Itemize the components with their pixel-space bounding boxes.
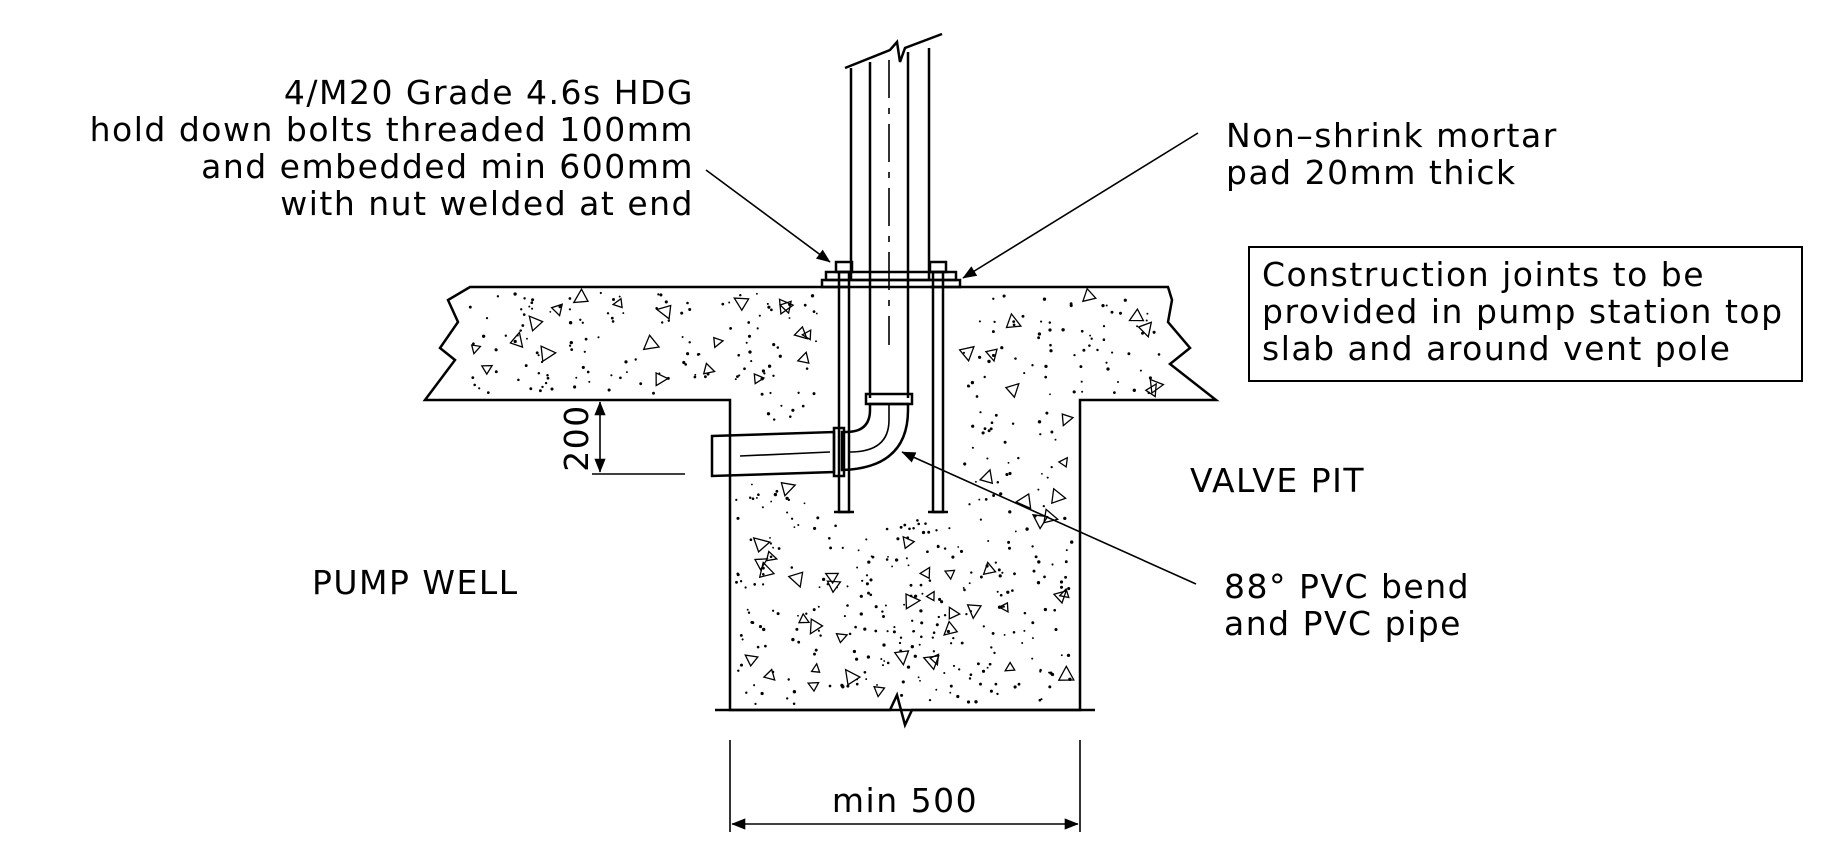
bolt-left [834, 260, 854, 514]
note-joints-box: Construction joints to be provided in pu… [1248, 246, 1803, 382]
note-joints-line-1: Construction joints to be [1262, 255, 1705, 294]
leader-bolts [705, 169, 831, 263]
dimension-width-value: min 500 [832, 781, 978, 820]
vent-pole [820, 32, 962, 400]
label-valve-pit: VALVE PIT [1190, 461, 1365, 500]
leader-bend [901, 451, 1197, 585]
note-bolts-line-2: hold down bolts threaded 100mm [90, 110, 694, 149]
dimension-offset-value: 200 [557, 404, 596, 472]
note-bend: 88° PVC bend and PVC pipe [1224, 567, 1470, 643]
label-pump-well: PUMP WELL [312, 563, 519, 602]
note-joints-frame [1248, 246, 1803, 382]
note-joints-line-2: provided in pump station top [1262, 292, 1784, 331]
note-bolts-line-3: and embedded min 600mm [201, 147, 694, 186]
leader-lines [705, 132, 1199, 585]
dimension-min-500: min 500 [729, 740, 1081, 832]
note-bolts: 4/M20 Grade 4.6s HDG hold down bolts thr… [90, 73, 694, 223]
concrete-section [422, 285, 1220, 712]
note-mortar: Non–shrink mortar pad 20mm thick [1226, 116, 1558, 192]
pvc-bend-and-pipe [710, 392, 914, 478]
note-bolts-line-1: 4/M20 Grade 4.6s HDG [284, 73, 694, 112]
bolt-right [928, 260, 948, 514]
dimension-200: 200 [557, 399, 685, 475]
beam-break-line [715, 691, 1095, 729]
hold-down-bolts [834, 260, 948, 514]
note-joints-line-3: slab and around vent pole [1262, 329, 1731, 368]
note-mortar-line-1: Non–shrink mortar [1226, 116, 1558, 155]
note-bend-line-1: 88° PVC bend [1224, 567, 1470, 606]
leader-mortar [962, 132, 1199, 279]
note-bend-line-2: and PVC pipe [1224, 604, 1462, 643]
concrete-stipple [468, 287, 1165, 706]
note-bolts-line-4: with nut welded at end [280, 184, 694, 223]
note-mortar-line-2: pad 20mm thick [1226, 153, 1517, 192]
